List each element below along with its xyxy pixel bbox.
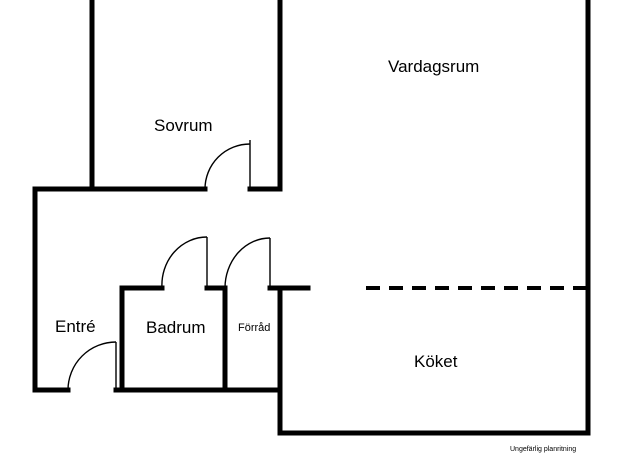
room-label-forrad: Förråd (238, 322, 270, 334)
door-entre (67, 341, 117, 391)
room-label-koket: Köket (414, 352, 458, 371)
room-label-vardagsrum: Vardagsrum (388, 57, 479, 76)
room-label-badrum: Badrum (146, 318, 206, 337)
door-badrum (161, 236, 208, 289)
room-label-sovrum: Sovrum (154, 116, 213, 135)
plan-caption: Ungefärlig planritning (510, 446, 576, 453)
door-sovrum (204, 140, 251, 190)
room-label-entre: Entré (55, 317, 96, 336)
door-forrad (224, 237, 271, 289)
